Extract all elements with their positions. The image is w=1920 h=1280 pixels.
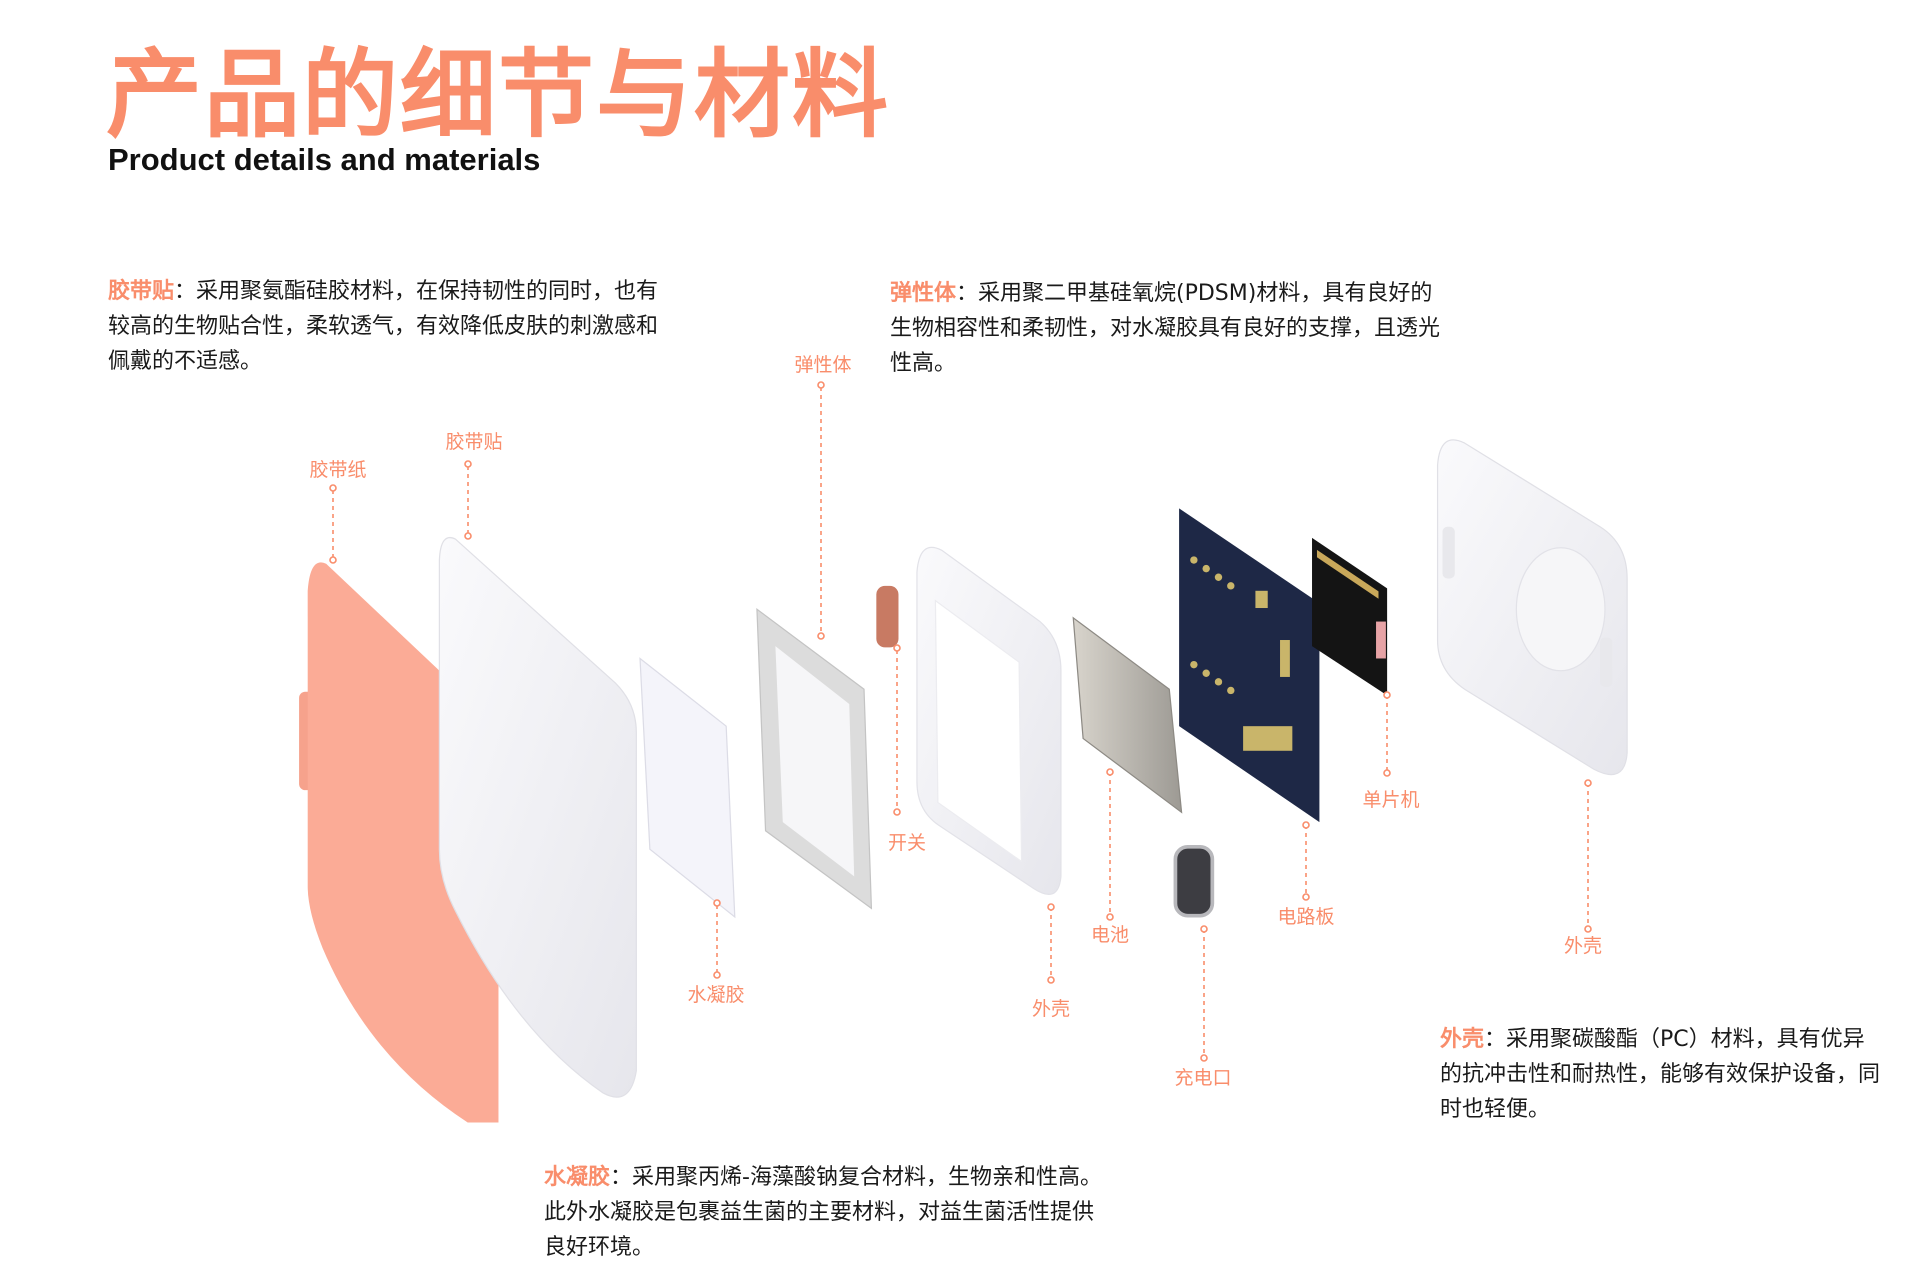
hydrogel-description: 水凝胶：采用聚丙烯-海藻酸钠复合材料，生物亲和性高。此外水凝胶是包裹益生菌的主要… xyxy=(544,1160,1104,1265)
label-mcu: 单片机 xyxy=(1362,789,1420,811)
hydrogel-description-text: ：采用聚丙烯-海藻酸钠复合材料，生物亲和性高。此外水凝胶是包裹益生菌的主要材料，… xyxy=(544,1165,1102,1260)
tape-description-text: ：采用聚氨酯硅胶材料，在保持韧性的同时，也有较高的生物贴合性，柔软透气，有效降低… xyxy=(108,279,659,374)
page-subtitle: Product details and materials xyxy=(108,142,541,177)
label-switch: 开关 xyxy=(887,832,927,854)
label-circuit-board: 电路板 xyxy=(1277,906,1335,928)
label-tape: 胶带贴 xyxy=(445,431,503,453)
elastic-description: 弹性体：采用聚二甲基硅氧烷(PDSM)材料，具有良好的生物相容性和柔韧性，对水凝… xyxy=(890,276,1450,381)
shell-description: 外壳：采用聚碳酸酯（PC）材料，具有优异的抗冲击性和耐热性，能够有效保护设备，同… xyxy=(1440,1022,1880,1127)
charging-port-part xyxy=(1173,844,1215,918)
elastic-description-text: ：采用聚二甲基硅氧烷(PDSM)材料，具有良好的生物相容性和柔韧性，对水凝胶具有… xyxy=(890,281,1441,376)
switch-part xyxy=(876,585,899,648)
back-shell-part xyxy=(1436,439,1628,776)
elastic-part xyxy=(756,607,873,910)
label-front-shell: 外壳 xyxy=(1031,998,1071,1020)
label-elastic: 弹性体 xyxy=(794,354,852,376)
leader-dots xyxy=(329,381,1592,1062)
leader-lines xyxy=(332,387,1589,1058)
battery-part xyxy=(1072,616,1183,814)
circuit-board-part xyxy=(1179,508,1320,823)
page-title: 产品的细节与材料 xyxy=(106,39,890,151)
mcu-part xyxy=(1312,537,1388,696)
label-hydrogel: 水凝胶 xyxy=(687,984,745,1006)
tape-description: 胶带贴：采用聚氨酯硅胶材料，在保持韧性的同时，也有较高的生物贴合性，柔软透气，有… xyxy=(108,274,663,379)
shell-description-text: ：采用聚碳酸酯（PC）材料，具有优异的抗冲击性和耐热性，能够有效保护设备，同时也… xyxy=(1440,1027,1881,1122)
label-tape-paper: 胶带纸 xyxy=(309,459,367,481)
label-charging-port: 充电口 xyxy=(1174,1067,1232,1089)
label-back-shell: 外壳 xyxy=(1563,935,1603,957)
tape-part xyxy=(438,537,637,1098)
hydrogel-description-key: 水凝胶 xyxy=(544,1165,611,1190)
label-battery: 电池 xyxy=(1090,924,1130,946)
hydrogel-part xyxy=(639,657,736,919)
tape-description-key: 胶带贴 xyxy=(108,279,175,304)
shell-description-key: 外壳 xyxy=(1440,1027,1485,1052)
elastic-description-key: 弹性体 xyxy=(890,281,957,306)
front-shell-part xyxy=(916,546,1062,896)
